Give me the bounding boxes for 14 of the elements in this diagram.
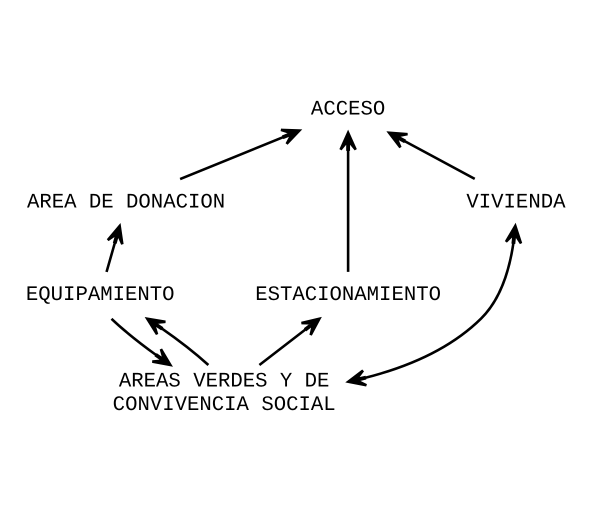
arrow bbox=[388, 132, 476, 180]
arrow bbox=[339, 132, 357, 272]
node-text: AREA DE DONACION bbox=[26, 191, 226, 214]
arrow bbox=[347, 224, 522, 387]
arrow bbox=[110, 318, 172, 366]
node-text: ACCESO bbox=[310, 98, 386, 122]
node-text: VIVIENDA bbox=[466, 191, 566, 214]
arrow bbox=[258, 317, 321, 366]
arrow bbox=[105, 224, 124, 272]
node-text: AREAS VERDES Y DE CONVIVENCIA SOCIAL bbox=[112, 370, 336, 417]
arrow bbox=[146, 317, 210, 366]
node-text: ESTACIONAMIENTO bbox=[255, 284, 442, 308]
node-text: EQUIPAMIENTO bbox=[26, 284, 175, 308]
arrow bbox=[180, 128, 301, 180]
